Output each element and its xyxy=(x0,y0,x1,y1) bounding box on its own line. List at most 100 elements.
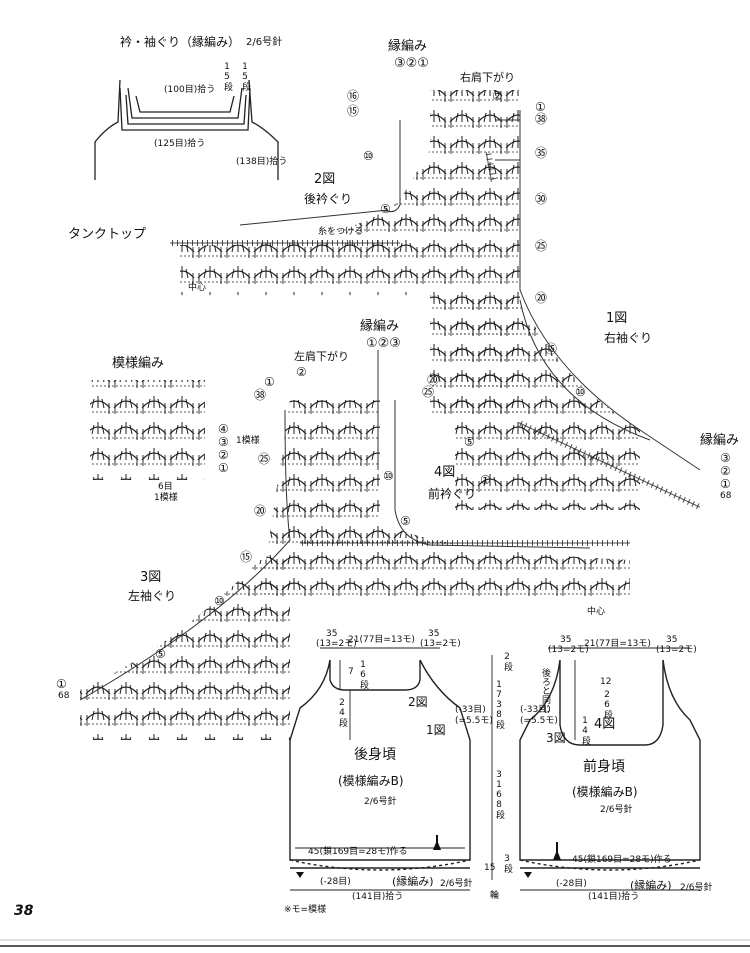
right-shoulder-drop: 右肩下がり xyxy=(460,71,515,84)
neck-pick-100: (100目)拾う xyxy=(164,85,216,95)
fuchi-mid-label: 縁編み xyxy=(360,319,400,334)
circled-321: ③②① xyxy=(394,56,429,71)
pattern-6-stitches: 6目 xyxy=(158,482,173,492)
mid-15: 15 xyxy=(484,863,496,873)
front-fig3-ref: 3図 xyxy=(546,731,566,745)
front-12: 12 xyxy=(600,677,612,687)
row-38-marker-mid: ㊳ xyxy=(254,388,267,402)
row-16-marker: ⑯ xyxy=(347,89,360,103)
mid-2-rows: 2段 xyxy=(502,652,512,671)
row-1-marker-left: ① xyxy=(56,677,67,691)
row-20-marker-left: ⑳ xyxy=(254,504,267,518)
back-width-side-sub: (13=2モ) xyxy=(316,639,357,649)
pattern-abbrev-note: ※モ=模様 xyxy=(284,905,327,915)
front-width-side-sub: (13=2モ) xyxy=(548,645,589,655)
back-7: 7 xyxy=(348,667,354,677)
back-width-mid: 21(77目=13モ) xyxy=(348,635,415,645)
row-25-marker-left: ㉕ xyxy=(258,452,271,466)
pattern-row-1: ① xyxy=(218,461,229,475)
neck-armhole-title: 衿・袖ぐり（縁編み） xyxy=(120,35,241,49)
back-chain-start: 45(鎖169目=28モ)作る xyxy=(308,847,408,857)
center-label-top: 中心 xyxy=(188,283,207,293)
pattern-1rep-row: 1模様 xyxy=(236,436,260,446)
back-pick-141: (141目)拾う xyxy=(352,892,404,902)
guide-lines xyxy=(79,110,701,701)
front-same-as-back: 後ろと同じ xyxy=(540,668,550,713)
right-row-68: 68 xyxy=(720,491,732,501)
neck-armhole-schematic xyxy=(94,79,279,180)
row-2-marker-mid: ② xyxy=(296,365,307,379)
pattern-title: 模様編み xyxy=(112,356,165,371)
back-24-rows: 24段 xyxy=(337,698,347,727)
row-10-marker: ⑩ xyxy=(363,149,374,163)
row-15-marker: ⑮ xyxy=(347,104,360,118)
pattern-row-2: ② xyxy=(218,448,229,462)
row-5-marker-right: ⑤ xyxy=(464,435,475,449)
back-55: (=5.5モ) xyxy=(455,716,493,726)
row-2-marker: ② xyxy=(492,89,503,103)
fig4-caption: 前衿ぐり xyxy=(428,487,477,501)
row-25-marker: ㉕ xyxy=(535,239,548,253)
back-body-title: 後身頃 xyxy=(354,747,396,763)
fig1-label: 1図 xyxy=(606,311,628,326)
pattern-row-3: ③ xyxy=(218,435,229,449)
mid-31: 31 xyxy=(494,770,504,790)
rows-15-right: 15段 xyxy=(240,62,250,91)
front-width-side2: 35 xyxy=(666,635,678,645)
row-30-marker: ㉚ xyxy=(535,192,548,206)
front-width-side2-sub: (13=2モ) xyxy=(656,645,697,655)
front-chain-start: 45(鎖169目=28モ)作る xyxy=(572,855,672,865)
right-row-2: ② xyxy=(720,464,731,478)
back-edge-label: (縁編み) xyxy=(392,875,434,888)
row-20-marker: ⑳ xyxy=(535,291,548,305)
front-minus-28: (-28目) xyxy=(556,879,587,889)
fuchi-top-label: 縁編み xyxy=(388,39,428,54)
front-edge-label: (縁編み) xyxy=(630,879,672,892)
pattern-1rep: 1模様 xyxy=(154,493,178,503)
back-33: (-33目) xyxy=(455,705,486,715)
row-15-marker-left: ⑮ xyxy=(240,550,253,564)
row-5-marker: ⑤ xyxy=(380,202,391,216)
back-fig2-ref: 2図 xyxy=(408,695,428,709)
back-minus-28: (-28目) xyxy=(320,877,351,887)
center-label-bottom: 中心 xyxy=(587,607,606,617)
row-15-marker-mid: ㉕ xyxy=(422,385,435,399)
fuchi-right-label: 縁編み xyxy=(700,433,740,448)
circled-123: ①②③ xyxy=(366,336,401,351)
front-body-needle: 2/6号針 xyxy=(600,805,633,815)
front-fig4-ref: 4図 xyxy=(594,717,616,732)
row-1-marker: ① xyxy=(535,100,546,114)
left-shoulder-drop: 左肩下がり xyxy=(294,350,349,363)
back-body-outline xyxy=(289,659,471,871)
row-5-marker-left: ⑤ xyxy=(155,647,166,661)
front-55: (=5.5モ) xyxy=(520,716,558,726)
mid-17: 17 xyxy=(494,680,504,700)
row-5-marker-front: ⑤ xyxy=(400,514,411,528)
row-38-marker: ㊳ xyxy=(535,112,548,126)
row-16-marker-mid: ⑳ xyxy=(427,373,440,387)
front-width-mid: 21(77目=13モ) xyxy=(584,639,651,649)
front-14-rows: 14段 xyxy=(580,716,590,745)
right-row-3: ③ xyxy=(720,451,731,465)
neck-pick-125: (125目)拾う xyxy=(154,139,206,149)
front-body-pattern: (模様編みB) xyxy=(572,785,638,799)
fig1-caption: 右袖ぐり xyxy=(604,331,653,345)
back-width-side: 35 xyxy=(326,629,338,639)
front-width-side: 35 xyxy=(560,635,572,645)
tanktop-label: タンクトップ xyxy=(68,227,147,242)
mid-wa: 輪 xyxy=(490,891,500,901)
front-33: (-33目) xyxy=(520,705,551,715)
mid-3-rows: 3段 xyxy=(502,854,512,873)
fig4-label: 4図 xyxy=(434,465,456,480)
back-fig1-ref: 1図 xyxy=(426,723,446,737)
row-35-marker: ㉟ xyxy=(535,146,548,160)
neck-pick-138: (138目)拾う xyxy=(236,157,288,167)
row-1-marker-right: ① xyxy=(480,473,491,487)
front-body-title: 前身頃 xyxy=(583,759,625,775)
row-1-marker-mid: ① xyxy=(264,375,275,389)
row-10-marker-front: ⑩ xyxy=(383,469,394,483)
stitch-areas xyxy=(80,90,640,740)
fig3-caption: 左袖ぐり xyxy=(128,589,177,603)
back-edge-needle: 2/6号針 xyxy=(440,879,473,889)
mid-38-rows: 38段 xyxy=(494,700,504,729)
